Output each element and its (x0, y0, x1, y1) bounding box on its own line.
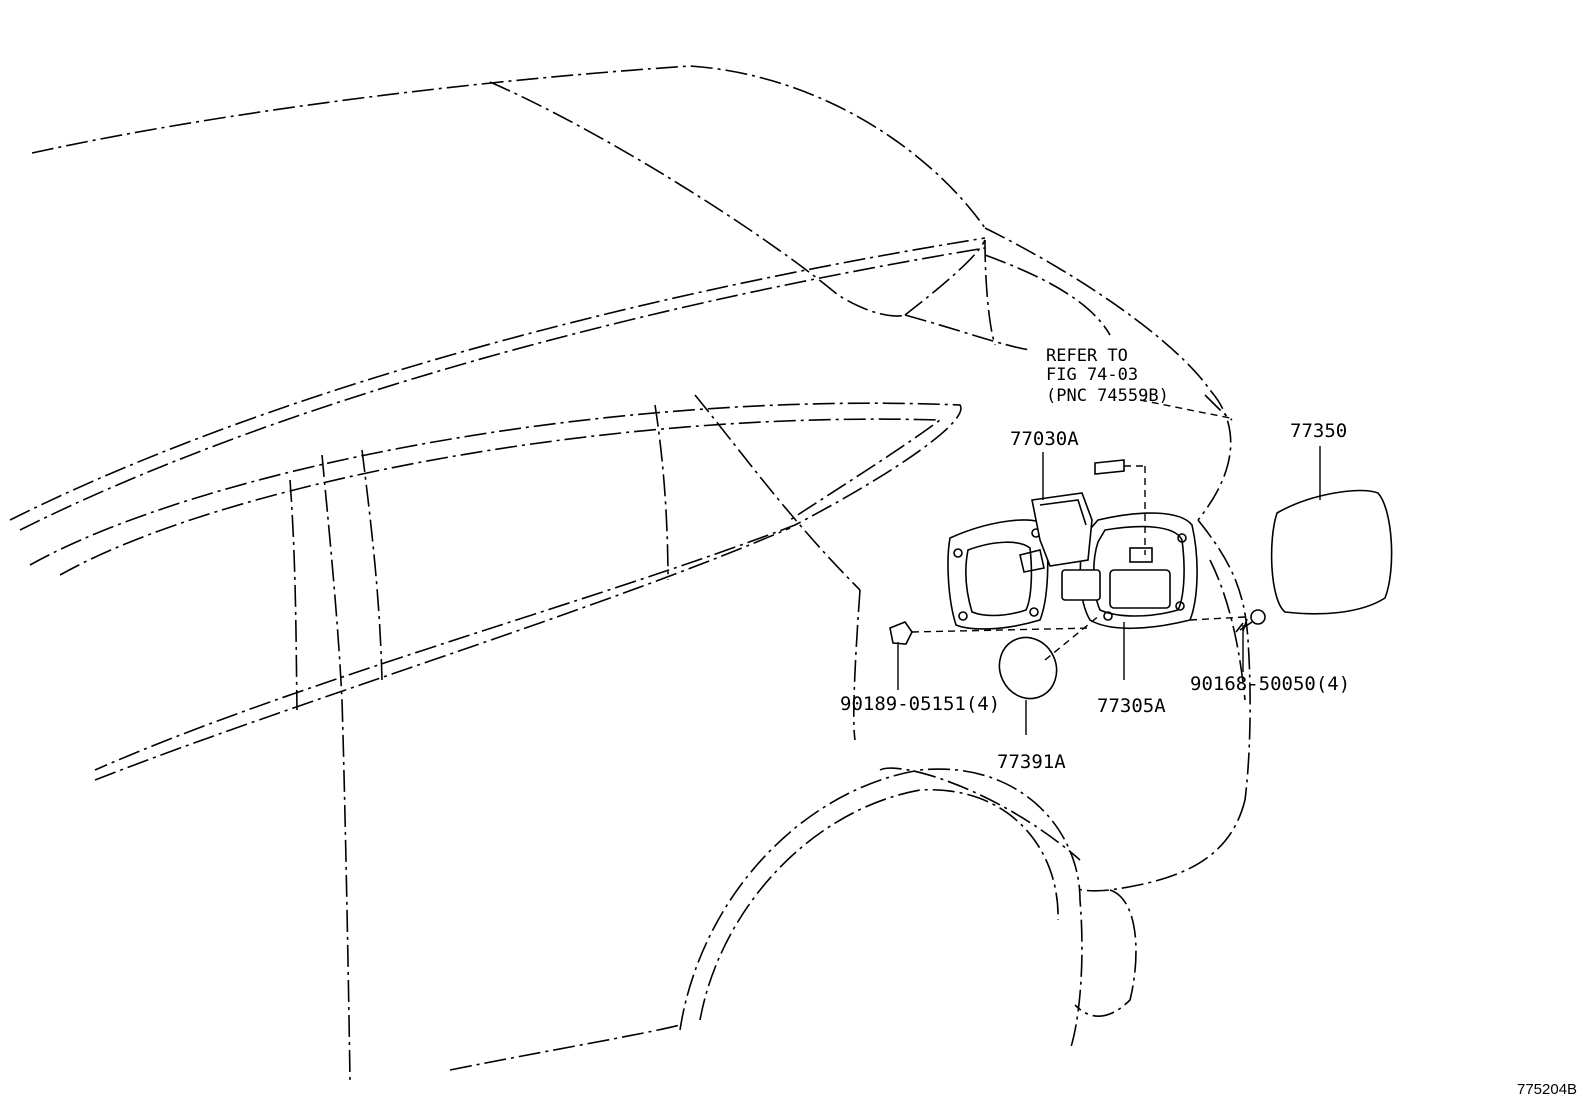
note-line-1: REFER TO (1046, 346, 1128, 366)
callout-77350: 77350 (1290, 420, 1347, 442)
fuel-lid-77350 (1270, 489, 1393, 615)
callout-77391a: 77391A (997, 751, 1066, 773)
figure-id: 775204B (1517, 1081, 1577, 1098)
note-line-2: FIG 74-03 (1046, 365, 1138, 385)
screw-90168 (1235, 609, 1266, 633)
fuel-door-housing-77305a (1079, 512, 1198, 630)
fuel-door-panel (947, 519, 1049, 630)
callout-90189-05151: 90189-05151(4) (840, 693, 1000, 715)
reference-note: REFER TO FIG 74-03 (PNC 74559B) (1046, 346, 1169, 406)
callout-77030a: 77030A (1010, 428, 1079, 450)
note-line-3: (PNC 74559B) (1046, 386, 1169, 406)
label-part (1094, 459, 1125, 475)
leader-lines (897, 399, 1321, 735)
callout-90168-50050: 90168-50050(4) (1190, 673, 1350, 695)
vehicle-body-outline (9, 65, 1251, 1081)
clip-90189 (889, 621, 913, 645)
callout-77305a: 77305A (1097, 695, 1166, 717)
fuel-door-actuator-77030a (1019, 492, 1101, 601)
gasket-77391a (998, 636, 1058, 700)
